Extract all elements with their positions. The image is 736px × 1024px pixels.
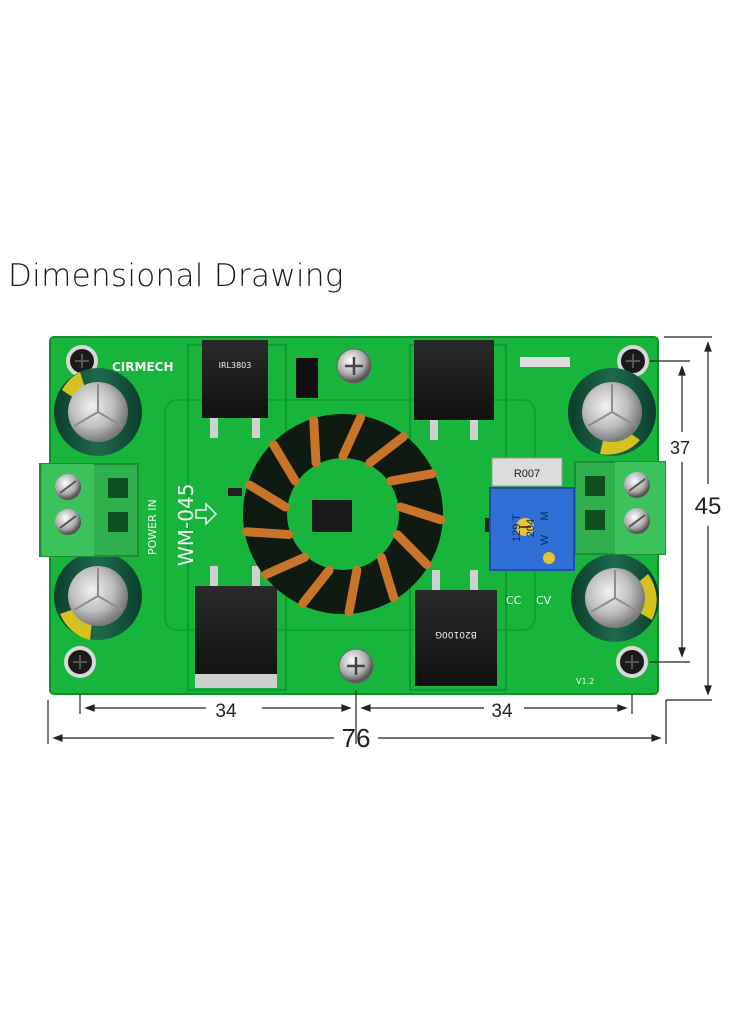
toroid-inductor [242,413,446,617]
resistor-label: R007 [514,468,540,480]
input-terminal-block [39,463,139,557]
copper-turn [338,413,366,461]
pot-m: M [539,511,551,520]
capacitor-top-left [54,368,142,456]
arrow-icon [195,502,218,526]
copper-turn [244,480,290,512]
mosfet-marking: IRL3803 [219,361,252,370]
diode-marking: B20100G [435,629,477,639]
dim-hole-height: 37 [670,438,690,458]
smd-diode [296,358,318,398]
copper-turn [298,565,334,608]
smd-cap [228,488,242,496]
dim-left-span: 34 [215,701,237,722]
copper-turn [242,527,294,540]
copper-turn [344,565,362,617]
shunt-resistor: R007 [491,457,563,487]
mosfet-top-left: IRL3803 [202,340,268,438]
model-label: WM-045 [174,484,198,566]
screw-bottom-center [338,648,374,684]
copper-turn [392,530,432,570]
copper-turn [386,469,437,486]
capacitor-bottom-left [54,552,142,640]
copper-turn [376,552,399,603]
capacitor-bottom-right [571,554,659,642]
page-title: Dimensional Drawing [8,258,344,294]
mosfet-bottom-right: B20100G [415,570,497,686]
dimension-lines [47,336,712,744]
brand-label: CIRMECH [112,360,174,374]
pot-code: 129 T [511,514,523,542]
cc-label: CC [506,594,522,607]
version-label: V1.2 [576,677,594,686]
capacitor-top-right [568,368,656,456]
copper-turn [261,552,310,580]
dim-overall-width: 76 [342,723,371,753]
copper-turn [269,440,300,486]
output-terminal-block [574,461,666,555]
dim-right-span: 34 [491,701,513,722]
mounting-hole-bottom-left [64,646,96,678]
controller-ic [312,500,352,532]
pot-value: 204 [525,519,537,537]
copper-turn [396,502,446,525]
screw-top-center [336,348,372,384]
dim-overall-height: 45 [695,493,722,520]
power-in-label: POWER IN [146,499,159,555]
mounting-hole-top-right [617,345,649,377]
pot-w: W [539,534,551,545]
copper-turn [309,415,321,468]
mosfet-top-right [414,340,494,440]
mounting-hole-bottom-right [616,646,648,678]
copper-winding [242,413,446,617]
smd-resistor-top [520,357,570,367]
trim-potentiometer: 129 T 204 W M [489,487,575,571]
cv-label: CV [536,594,552,607]
mosfet-bottom-left [195,566,277,688]
copper-turn [365,432,408,468]
